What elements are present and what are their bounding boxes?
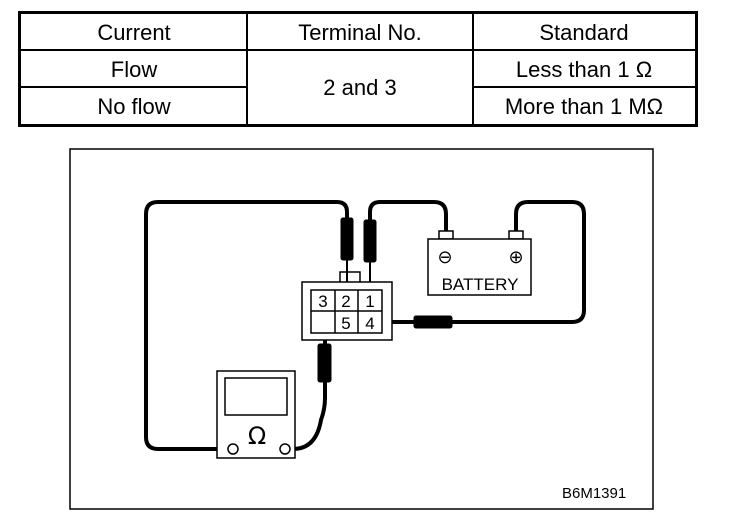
row-flow-standard: Less than 1 Ω <box>516 57 652 82</box>
figure-code: B6M1391 <box>562 485 626 502</box>
terminal-3: 3 <box>318 292 327 311</box>
battery-negative-symbol: ⊖ <box>437 247 452 268</box>
row-flow-current: Flow <box>111 57 158 82</box>
row-noflow-standard: More than 1 MΩ <box>505 94 663 119</box>
wire-probes <box>317 217 453 383</box>
connector: 3 2 1 5 4 <box>301 271 393 341</box>
meter-terminal-right <box>279 443 291 455</box>
battery: ⊖ ⊕ BATTERY <box>427 230 532 296</box>
probe-terminal4 <box>413 315 453 329</box>
wire-terminal1-to-battery-negative <box>368 200 448 239</box>
diagram-frame <box>69 148 654 510</box>
meter-terminal-left <box>227 443 239 455</box>
spec-table: Current Terminal No. Standard Flow No fl… <box>18 11 698 127</box>
battery-positive-symbol: ⊕ <box>508 247 523 268</box>
wire-battery-positive-to-terminal4 <box>382 200 586 324</box>
header-current: Current <box>97 20 170 45</box>
terminal-value: 2 and 3 <box>323 75 396 100</box>
header-standard: Standard <box>539 20 628 45</box>
row-noflow-current: No flow <box>97 94 170 119</box>
terminal-4: 4 <box>365 314 374 333</box>
header-terminal-no: Terminal No. <box>298 20 421 45</box>
wires <box>144 200 586 451</box>
probe-terminal2 <box>340 217 354 261</box>
battery-label: BATTERY <box>442 275 519 294</box>
terminal-2: 2 <box>341 292 350 311</box>
ohm-symbol: Ω <box>248 422 266 450</box>
probe-terminal3 <box>317 343 332 383</box>
wire-terminal3-to-meter <box>284 306 327 451</box>
ohmmeter: Ω <box>216 370 296 459</box>
terminal-5: 5 <box>341 314 350 333</box>
probe-terminal1 <box>363 219 377 263</box>
wire-terminal2-to-meter <box>144 200 349 451</box>
terminal-1: 1 <box>365 292 374 311</box>
